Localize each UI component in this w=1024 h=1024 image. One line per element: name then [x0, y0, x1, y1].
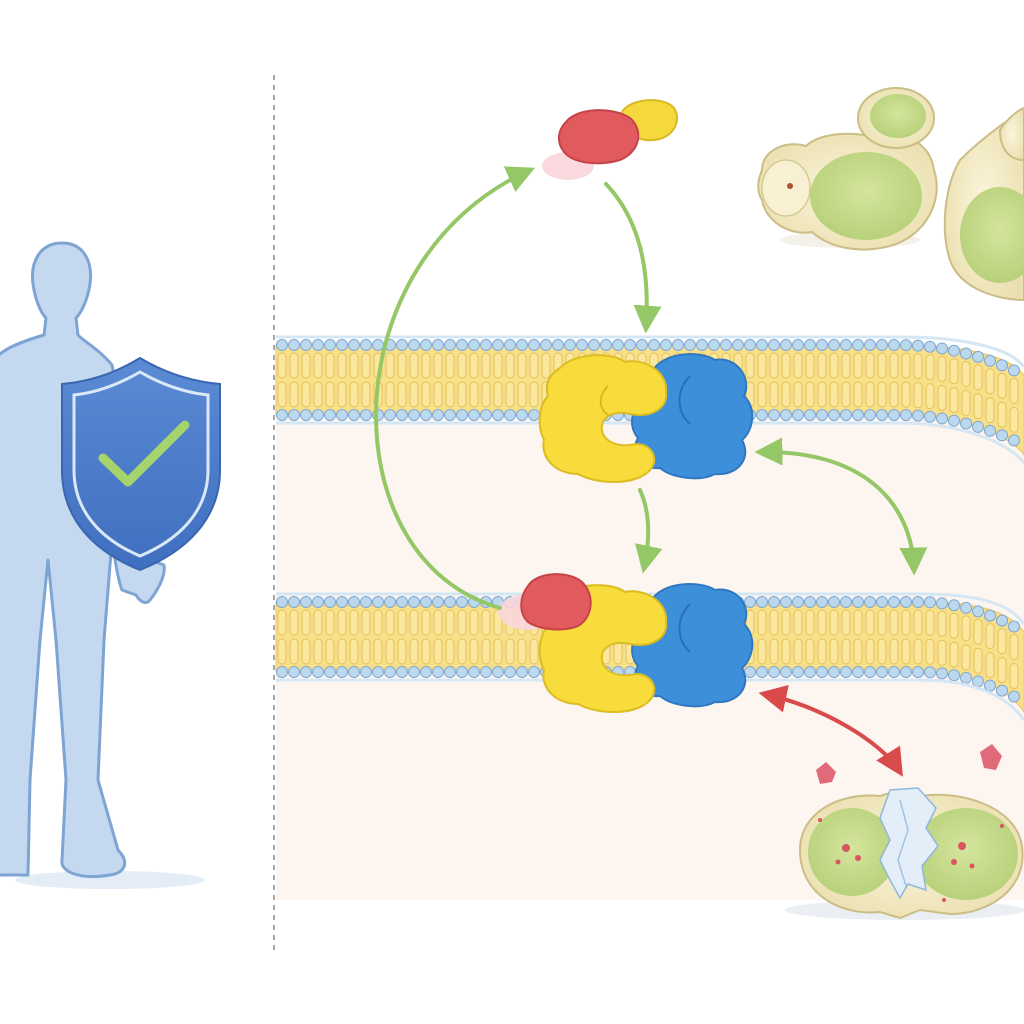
arrows [374, 166, 928, 777]
human-silhouette [0, 241, 205, 889]
arrow-drug-to-membrane [604, 182, 662, 334]
drug-molecule-free [542, 99, 679, 180]
lysed-cell [785, 744, 1024, 920]
target-protein-complex-upper [538, 353, 754, 483]
target-protein-complex-lower [538, 583, 754, 713]
arrow-complex-to-side [754, 437, 928, 576]
shield-icon [61, 356, 221, 572]
arrow-bound-to-free [374, 166, 536, 610]
arrow-complex-to-lysis [758, 685, 903, 777]
arrow-complex-down [634, 488, 663, 574]
drug-molecule-bound [498, 573, 592, 631]
membrane-rupture [879, 787, 939, 900]
checkmark-icon [98, 420, 190, 487]
fungal-cells [757, 87, 1024, 302]
